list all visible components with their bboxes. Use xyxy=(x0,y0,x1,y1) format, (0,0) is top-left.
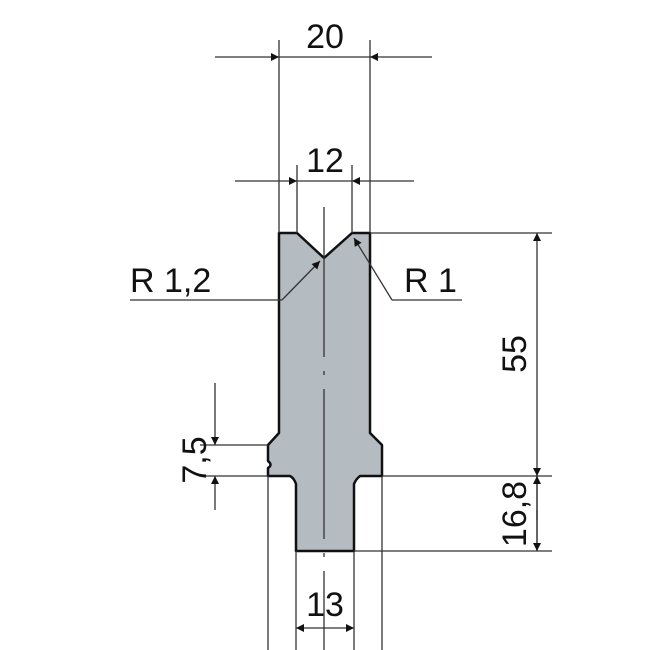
dim-label-12: 12 xyxy=(306,142,344,180)
dimension-overall-width: 20 xyxy=(215,18,432,233)
dimension-heights: 55 16,8 xyxy=(354,232,552,552)
radius-label-1-2: R 1,2 xyxy=(130,262,211,300)
dimension-v-opening: 12 xyxy=(235,142,414,233)
punch-profile xyxy=(266,231,384,553)
dim-label-7-5: 7,5 xyxy=(176,436,214,483)
dimension-tang-width: 13 xyxy=(267,476,383,650)
dim-label-55: 55 xyxy=(496,335,534,373)
radius-callout-bottom: R 1,2 xyxy=(130,260,321,301)
dimension-step-height: 7,5 xyxy=(176,383,268,510)
dim-label-13: 13 xyxy=(306,586,344,624)
dim-label-20: 20 xyxy=(306,18,344,56)
dim-label-16-8: 16,8 xyxy=(496,481,534,547)
radius-label-1: R 1 xyxy=(404,262,457,300)
radius-callout-edge: R 1 xyxy=(353,237,462,301)
